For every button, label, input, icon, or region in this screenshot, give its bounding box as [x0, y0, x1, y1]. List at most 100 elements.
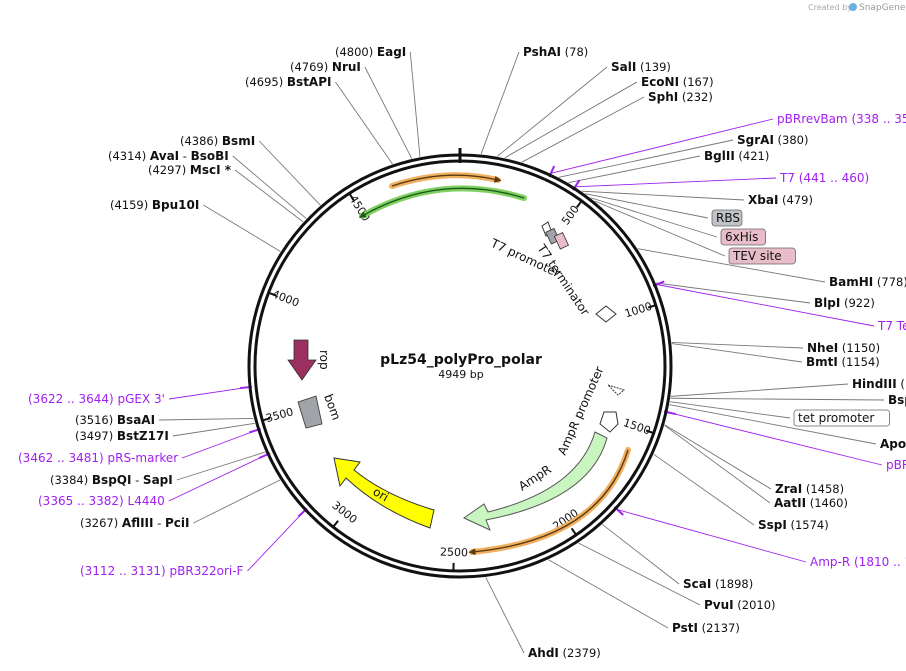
rop-label: rop	[317, 350, 331, 370]
bom-label: bom	[321, 392, 343, 422]
orf-arrow-orange-bottom	[469, 447, 631, 555]
t7-terminator-label: T7 terminator	[534, 241, 592, 318]
site-label: PstI (2137)	[672, 621, 740, 635]
site-label: (3497) BstZ17I	[75, 429, 169, 443]
leader-line	[172, 422, 255, 437]
site-label: (3516) BsaAI	[75, 413, 155, 427]
site-label: BamHI (778)	[829, 275, 906, 289]
site-label: ScaI (1898)	[683, 577, 753, 591]
leader-line	[664, 424, 772, 490]
rop-arrow	[287, 339, 317, 381]
feature-box-label: tet promoter	[798, 411, 874, 425]
credit-brand: SnapGene	[859, 3, 906, 13]
ring-tick-label: 4500	[346, 193, 372, 224]
leader-line	[656, 284, 875, 327]
ring-tick-label: 3000	[330, 499, 360, 527]
leader-line	[585, 193, 709, 219]
feature-box	[728, 247, 796, 265]
primer-label: Amp-R (1810 .. 1829)	[810, 555, 906, 569]
leader-line	[653, 453, 755, 526]
leader-line	[159, 417, 254, 421]
site-label: PshAI (78)	[523, 45, 588, 59]
ring-tick-label: 1000	[623, 300, 654, 321]
leader-line	[247, 510, 305, 572]
credit-prefix: Created by	[808, 3, 852, 12]
leader-line	[485, 577, 525, 654]
site-label: (3267) AflIII - PciI	[80, 516, 189, 530]
plasmid-length: 4949 bp	[438, 368, 483, 381]
leader-line	[504, 81, 638, 159]
feature-box	[711, 209, 743, 227]
site-label: BlpI (922)	[814, 296, 875, 310]
site-label: AatII (1460)	[774, 496, 848, 510]
leader-line	[335, 81, 393, 165]
leader-line	[168, 386, 249, 400]
leader-line	[667, 411, 883, 466]
leader-line	[637, 248, 826, 283]
t7-terminator-marker	[595, 305, 617, 323]
leader-line	[409, 51, 421, 157]
primer-label: (3462 .. 3481) pRS-marker	[18, 451, 178, 465]
ring-tick-mark	[268, 291, 277, 297]
leader-line	[364, 66, 413, 159]
leader-line	[671, 342, 804, 349]
leader-line	[669, 401, 791, 419]
leader-line	[480, 51, 520, 155]
ori-arrow	[333, 457, 435, 529]
ring-tick-mark	[332, 520, 339, 528]
ring-tick-label: 3500	[264, 405, 294, 425]
ring-tick-mark	[348, 192, 355, 201]
leader-line	[670, 383, 849, 397]
primer-label: T7 (441 .. 460)	[779, 171, 869, 185]
leader-line	[568, 155, 701, 184]
ring-tick-label: 4000	[270, 288, 301, 310]
site-label: (4769) NruI	[290, 60, 361, 74]
ring-tick-mark	[647, 304, 657, 309]
leader-line	[234, 169, 304, 223]
site-label: SalI (139)	[611, 60, 671, 74]
site-label: SphI (232)	[648, 90, 713, 104]
leader-line	[558, 139, 734, 178]
site-label: BglII (421)	[704, 149, 769, 163]
feature-box-label: TEV site	[732, 249, 782, 263]
site-label: BspDI - ClaI (1357)	[888, 393, 906, 407]
ring-tick-label: 1500	[621, 416, 652, 437]
leader-line	[575, 177, 777, 188]
primer-label: (3112 .. 3131) pBR322ori-F	[80, 564, 244, 578]
ampr-promoter-arrow	[599, 411, 619, 433]
leader-line	[664, 425, 771, 504]
site-label: (4800) EagI	[335, 45, 406, 59]
leader-line	[670, 397, 885, 401]
leader-lines	[159, 51, 885, 654]
leader-line	[578, 542, 701, 606]
leader-line	[168, 454, 267, 502]
leader-line	[232, 155, 307, 219]
site-label: SspI (1574)	[758, 518, 829, 532]
leader-line	[548, 559, 669, 629]
ori-label: ori	[371, 484, 392, 504]
ring-tick-mark	[576, 200, 583, 208]
site-label: NheI (1150)	[807, 341, 880, 355]
promoter-small-arrow	[607, 384, 626, 396]
leader-line	[669, 404, 877, 445]
leader-line	[182, 429, 258, 459]
leader-line	[193, 479, 281, 524]
primer-label: pBRrevBam (338 .. 357)	[777, 112, 906, 126]
leader-line	[594, 200, 726, 257]
feature-box	[720, 228, 766, 246]
site-label: SgrAI (380)	[737, 133, 809, 147]
leader-line	[656, 282, 811, 304]
leader-line	[176, 451, 266, 481]
leader-line	[203, 204, 281, 252]
site-label: ApoI - EcoRI (1381)	[880, 437, 906, 451]
site-label: EcoNI (167)	[641, 75, 714, 89]
feature-box-label: RBS	[716, 211, 740, 225]
leader-line	[671, 343, 803, 363]
primer-label: (3365 .. 3382) L4440	[38, 494, 165, 508]
ring-tick-mark	[570, 527, 577, 536]
ring-tick-mark	[262, 417, 271, 422]
site-label: (4314) AvaI - BsoBI	[108, 149, 229, 163]
feature-box-label: 6xHis	[725, 230, 758, 244]
site-label: (4297) MscI *	[148, 163, 232, 177]
